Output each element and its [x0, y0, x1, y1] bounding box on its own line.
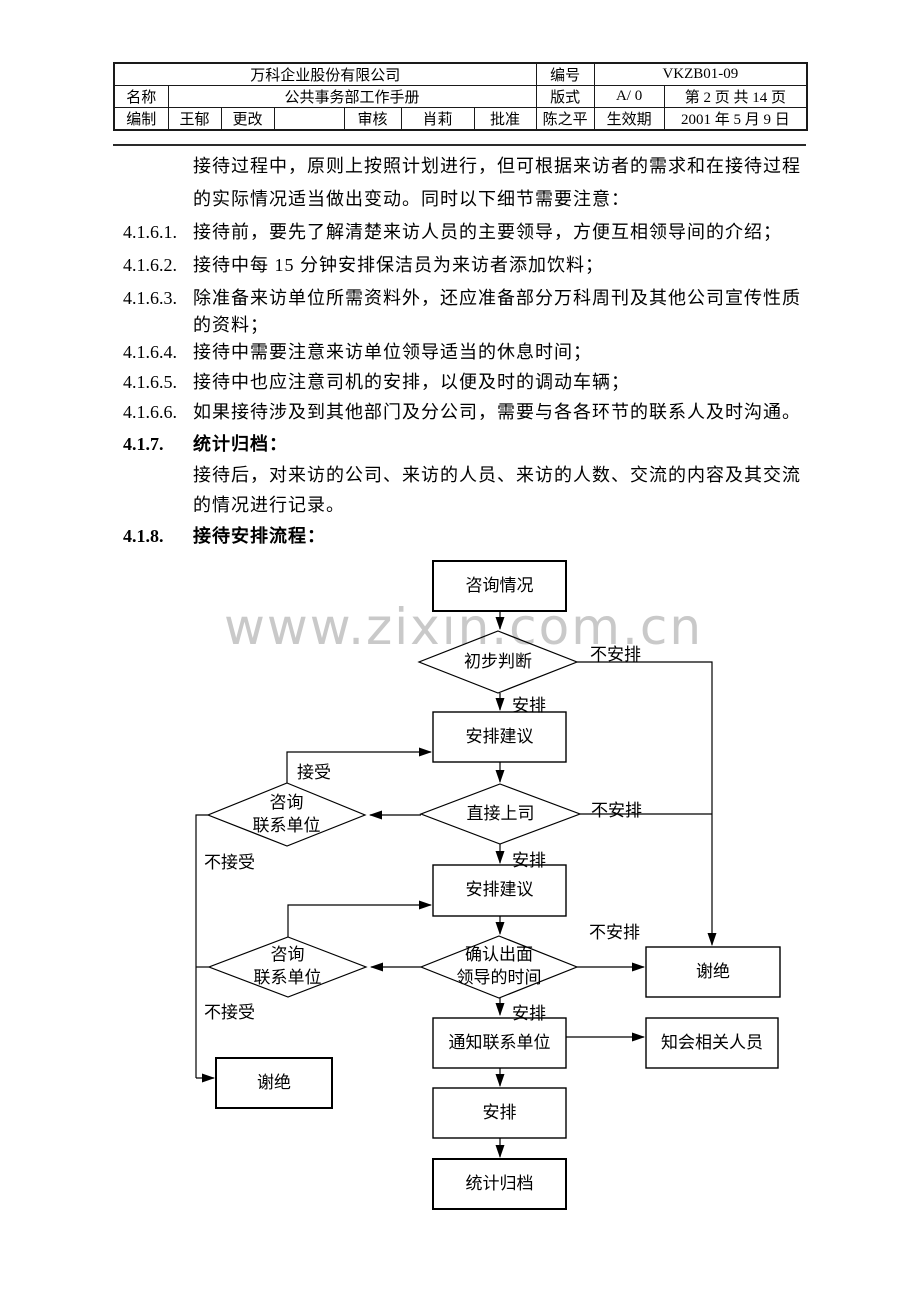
edge-label-accept: 接受	[297, 763, 331, 782]
format-label-cell: 版式	[535, 85, 595, 108]
document-header-table: 万科企业股份有限公司 编号 VKZB01-09 名称 公共事务部工作手册 版式 …	[113, 62, 809, 131]
item-number: 4.1.6.3.	[123, 288, 177, 308]
node-box-consult	[432, 560, 567, 612]
item-number: 4.1.8.	[123, 526, 164, 546]
name-value-cell: 公共事务部工作手册	[167, 85, 537, 108]
paragraph-line: 接待后，对来访的公司、来访的人员、来访的人数、交流的内容及其交流	[123, 461, 823, 487]
line-text: 除准备来访单位所需资料外，还应准备部分万科周刊及其他公司宣传性质	[193, 288, 801, 308]
list-item: 4.1.6.5. 接待中也应注意司机的安排，以便及时的调动车辆；	[123, 368, 823, 394]
edge-label-no-arrange-3: 不安排	[589, 923, 640, 942]
node-diamond-judge	[417, 630, 579, 694]
header-row-3: 编制 王郁 更改 审核 肖莉 批准 陈之平 生效期 2001 年 5 月 9 日	[113, 107, 808, 131]
flowchart-canvas	[195, 560, 781, 1210]
node-box-notify	[432, 1017, 567, 1069]
node-diamond-contact2	[207, 936, 368, 998]
name-label-cell: 名称	[113, 85, 169, 108]
node-box-refuse-left	[215, 1057, 333, 1109]
list-item: 4.1.6.1. 接待前，要先了解清楚来访人员的主要领导，方便互相领导间的介绍；	[123, 218, 823, 244]
line-text: 的实际情况适当做出变动。同时以下细节需要注意：	[193, 189, 630, 209]
approved-label-cell: 批准	[473, 107, 537, 131]
paragraph-line: 接待过程中，原则上按照计划进行，但可根据来访者的需求和在接待过程	[123, 152, 823, 178]
edge-label-no-accept-1: 不接受	[204, 853, 255, 872]
section-heading: 4.1.7. 统计归档：	[123, 430, 823, 456]
node-box-inform	[645, 1017, 779, 1069]
edge-label-arrange-3: 安排	[512, 1004, 546, 1023]
flow-node-consult: 咨询情况	[465, 575, 534, 595]
edge-label-arrange-1: 安排	[512, 696, 546, 715]
edge-label-no-accept-2: 不接受	[204, 1003, 255, 1022]
effective-label-cell: 生效期	[593, 107, 665, 131]
node-box-refuse-right	[645, 946, 781, 998]
line-text: 接待中每 15 分钟安排保洁员为来访者添加饮料；	[193, 255, 604, 275]
flow-node-suggest1: 安排建议	[465, 726, 534, 746]
doc-no-label-cell: 编号	[535, 62, 595, 86]
node-box-arrange	[432, 1087, 567, 1139]
list-item: 4.1.6.2. 接待中每 15 分钟安排保洁员为来访者添加饮料；	[123, 251, 823, 277]
flow-node-suggest2: 安排建议	[465, 880, 534, 900]
header-divider-rule	[113, 144, 806, 146]
node-box-suggest1	[432, 711, 567, 763]
header-row-2: 名称 公共事务部工作手册 版式 A/ 0 第 2 页 共 14 页	[113, 85, 808, 108]
edge-label-arrange-2: 安排	[512, 851, 546, 870]
edge-noaccept-down	[195, 814, 208, 1078]
line-text: 的资料；	[193, 315, 269, 335]
flow-node-arrange: 安排	[482, 1102, 517, 1122]
item-number: 4.1.6.2.	[123, 255, 177, 275]
flow-node-archive: 统计归档	[465, 1173, 534, 1193]
line-text: 接待中需要注意来访单位领导适当的休息时间；	[193, 342, 592, 362]
list-item: 4.1.6.3. 除准备来访单位所需资料外，还应准备部分万科周刊及其他公司宣传性质	[123, 284, 823, 310]
node-box-archive	[432, 1158, 567, 1210]
section-heading: 4.1.8. 接待安排流程：	[123, 522, 823, 548]
node-box-suggest2	[432, 864, 567, 917]
modified-by-cell	[273, 107, 345, 131]
node-diamond-contact1	[206, 782, 367, 847]
line-text: 的情况进行记录。	[193, 495, 345, 515]
item-number: 4.1.6.4.	[123, 342, 177, 362]
item-number: 4.1.6.5.	[123, 372, 177, 392]
item-number: 4.1.6.1.	[123, 222, 177, 242]
node-diamond-confirm	[419, 935, 579, 999]
edge-label-no-arrange-2: 不安排	[591, 801, 642, 820]
doc-no-value-cell: VKZB01-09	[593, 62, 808, 86]
flow-node-refuse-right: 谢绝	[696, 961, 730, 981]
line-text: 接待前，要先了解清楚来访人员的主要领导，方便互相领导间的介绍；	[193, 222, 782, 242]
flow-node-confirm: 确认出面 领导的时间	[456, 945, 542, 987]
list-item: 4.1.6.6. 如果接待涉及到其他部门及分公司，需要与各各环节的联系人及时沟通。	[123, 398, 823, 424]
line-text: 接待后，对来访的公司、来访的人员、来访的人数、交流的内容及其交流	[193, 465, 801, 485]
line-text: 接待安排流程：	[193, 526, 326, 546]
flow-node-inform: 知会相关人员	[661, 1032, 763, 1052]
flow-node-contact1: 咨询 联系单位	[252, 792, 321, 835]
list-item: 4.1.6.4. 接待中需要注意来访单位领导适当的休息时间；	[123, 338, 823, 364]
list-item-continuation: 的资料；	[123, 311, 823, 337]
effective-date-cell: 2001 年 5 月 9 日	[663, 107, 808, 131]
reviewed-by-cell: 肖莉	[400, 107, 475, 131]
prepared-by-cell: 王郁	[167, 107, 222, 131]
flow-node-refuse-left: 谢绝	[257, 1072, 291, 1092]
paragraph-line: 的情况进行记录。	[123, 491, 823, 517]
item-number: 4.1.7.	[123, 434, 164, 454]
arrow-contact2-suggest2	[287, 900, 432, 937]
format-value-cell: A/ 0	[593, 85, 665, 108]
arrow-contact1-suggest1	[286, 747, 432, 783]
modified-label-cell: 更改	[220, 107, 275, 131]
edge-label-no-arrange-1: 不安排	[590, 645, 641, 664]
item-number: 4.1.6.6.	[123, 402, 177, 422]
flow-node-notify: 通知联系单位	[448, 1032, 551, 1052]
line-text: 接待过程中，原则上按照计划进行，但可根据来访者的需求和在接待过程	[193, 156, 801, 176]
line-text: 统计归档：	[193, 434, 288, 454]
paragraph-line: 的实际情况适当做出变动。同时以下细节需要注意：	[123, 185, 823, 211]
flow-node-boss: 直接上司	[466, 803, 535, 823]
flow-node-judge: 初步判断	[464, 651, 532, 671]
line-text: 如果接待涉及到其他部门及分公司，需要与各各环节的联系人及时沟通。	[193, 402, 801, 422]
approved-by-cell: 陈之平	[535, 107, 595, 131]
company-name-cell: 万科企业股份有限公司	[113, 62, 537, 86]
header-row-1: 万科企业股份有限公司 编号 VKZB01-09	[113, 62, 808, 86]
prepared-label-cell: 编制	[113, 107, 169, 131]
line-text: 接待中也应注意司机的安排，以便及时的调动车辆；	[193, 372, 630, 392]
edge-judge-refuse	[577, 661, 713, 941]
node-diamond-boss	[419, 783, 582, 845]
reviewed-label-cell: 审核	[343, 107, 402, 131]
page-info-cell: 第 2 页 共 14 页	[663, 85, 808, 108]
flow-node-contact2: 咨询 联系单位	[253, 945, 322, 987]
